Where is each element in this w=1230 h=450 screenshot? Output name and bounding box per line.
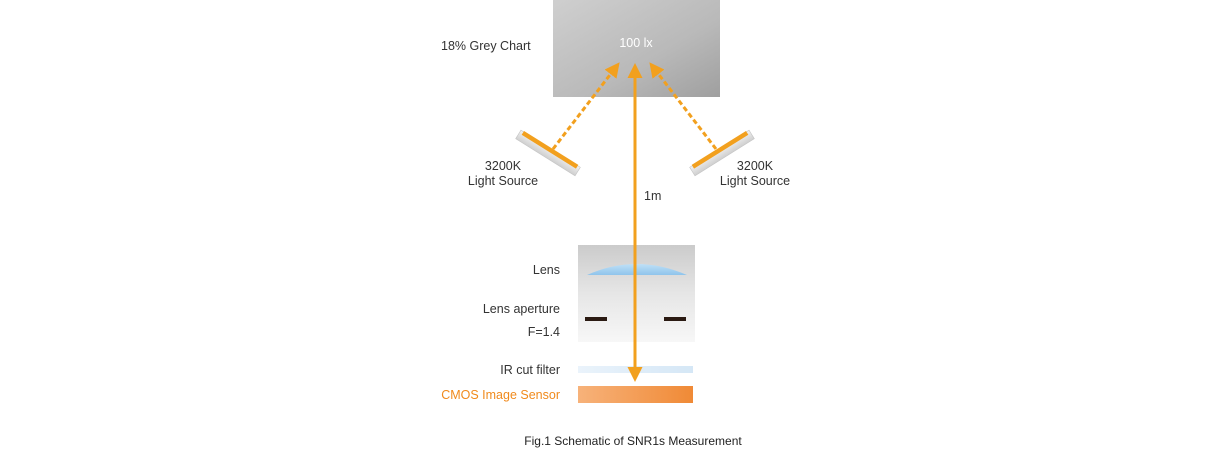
light-emitter-left <box>521 130 579 169</box>
grey-chart-illuminance: 100 lx <box>619 36 653 50</box>
lens-element <box>587 264 687 275</box>
light-emitter-right <box>691 130 749 169</box>
light-source-right <box>689 129 755 177</box>
light-source-left-power: 3200K <box>485 159 522 173</box>
ir-cut-filter-label: IR cut filter <box>500 363 560 377</box>
distance-label: 1m <box>644 189 661 203</box>
illumination-ray-right <box>649 62 718 150</box>
figure-caption: Fig.1 Schematic of SNR1s Measurement <box>524 434 742 448</box>
light-source-right-label: Light Source <box>720 174 790 188</box>
light-source-right-power: 3200K <box>737 159 774 173</box>
grey-chart-label: 18% Grey Chart <box>441 39 531 53</box>
light-source-left <box>515 129 581 177</box>
lens-aperture-label: Lens aperture <box>483 302 560 316</box>
aperture-blade-left <box>585 317 607 321</box>
aperture-blade-right <box>664 317 686 321</box>
lens-label: Lens <box>533 263 560 277</box>
cmos-image-sensor <box>578 386 693 403</box>
cmos-image-sensor-label: CMOS Image Sensor <box>441 388 560 402</box>
illumination-ray-left <box>551 62 620 150</box>
light-source-left-label: Light Source <box>468 174 538 188</box>
lens-aperture-value: F=1.4 <box>528 325 560 339</box>
